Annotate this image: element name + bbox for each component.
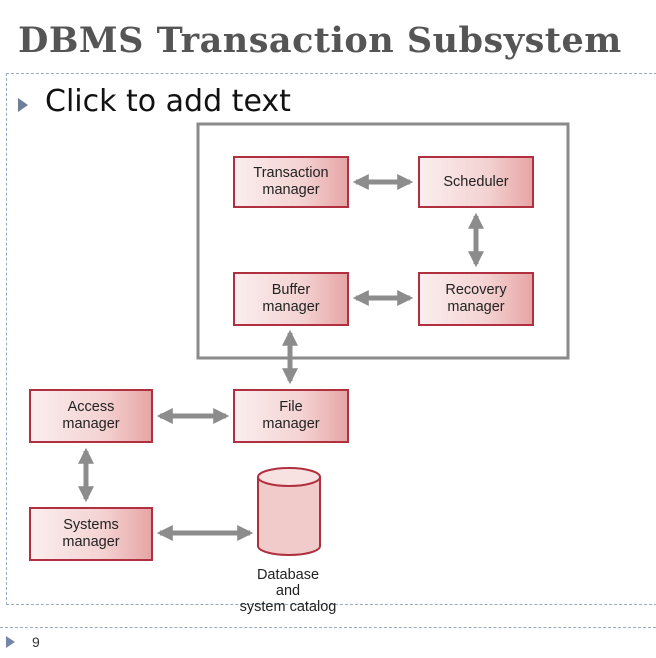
database-label: Database and system catalog	[239, 567, 337, 615]
transaction-manager-box: Transaction manager	[233, 156, 349, 208]
footer-arrow-icon	[6, 636, 15, 648]
transaction-subsystem-boundary	[196, 122, 570, 360]
slide-title: DBMS Transaction Subsystem	[18, 20, 622, 61]
scheduler-box: Scheduler	[418, 156, 534, 208]
file-manager-box: File manager	[233, 389, 349, 443]
content-placeholder-frame	[6, 73, 656, 605]
footer-divider	[0, 627, 656, 628]
access-manager-box: Access manager	[29, 389, 153, 443]
recovery-manager-box: Recovery manager	[418, 272, 534, 326]
systems-manager-box: Systems manager	[29, 507, 153, 561]
page-number: 9	[32, 634, 40, 650]
buffer-manager-box: Buffer manager	[233, 272, 349, 326]
bullet-arrow-icon	[18, 98, 28, 112]
bullet-placeholder-text[interactable]: Click to add text	[45, 84, 291, 119]
database-cylinder-icon	[257, 467, 321, 556]
